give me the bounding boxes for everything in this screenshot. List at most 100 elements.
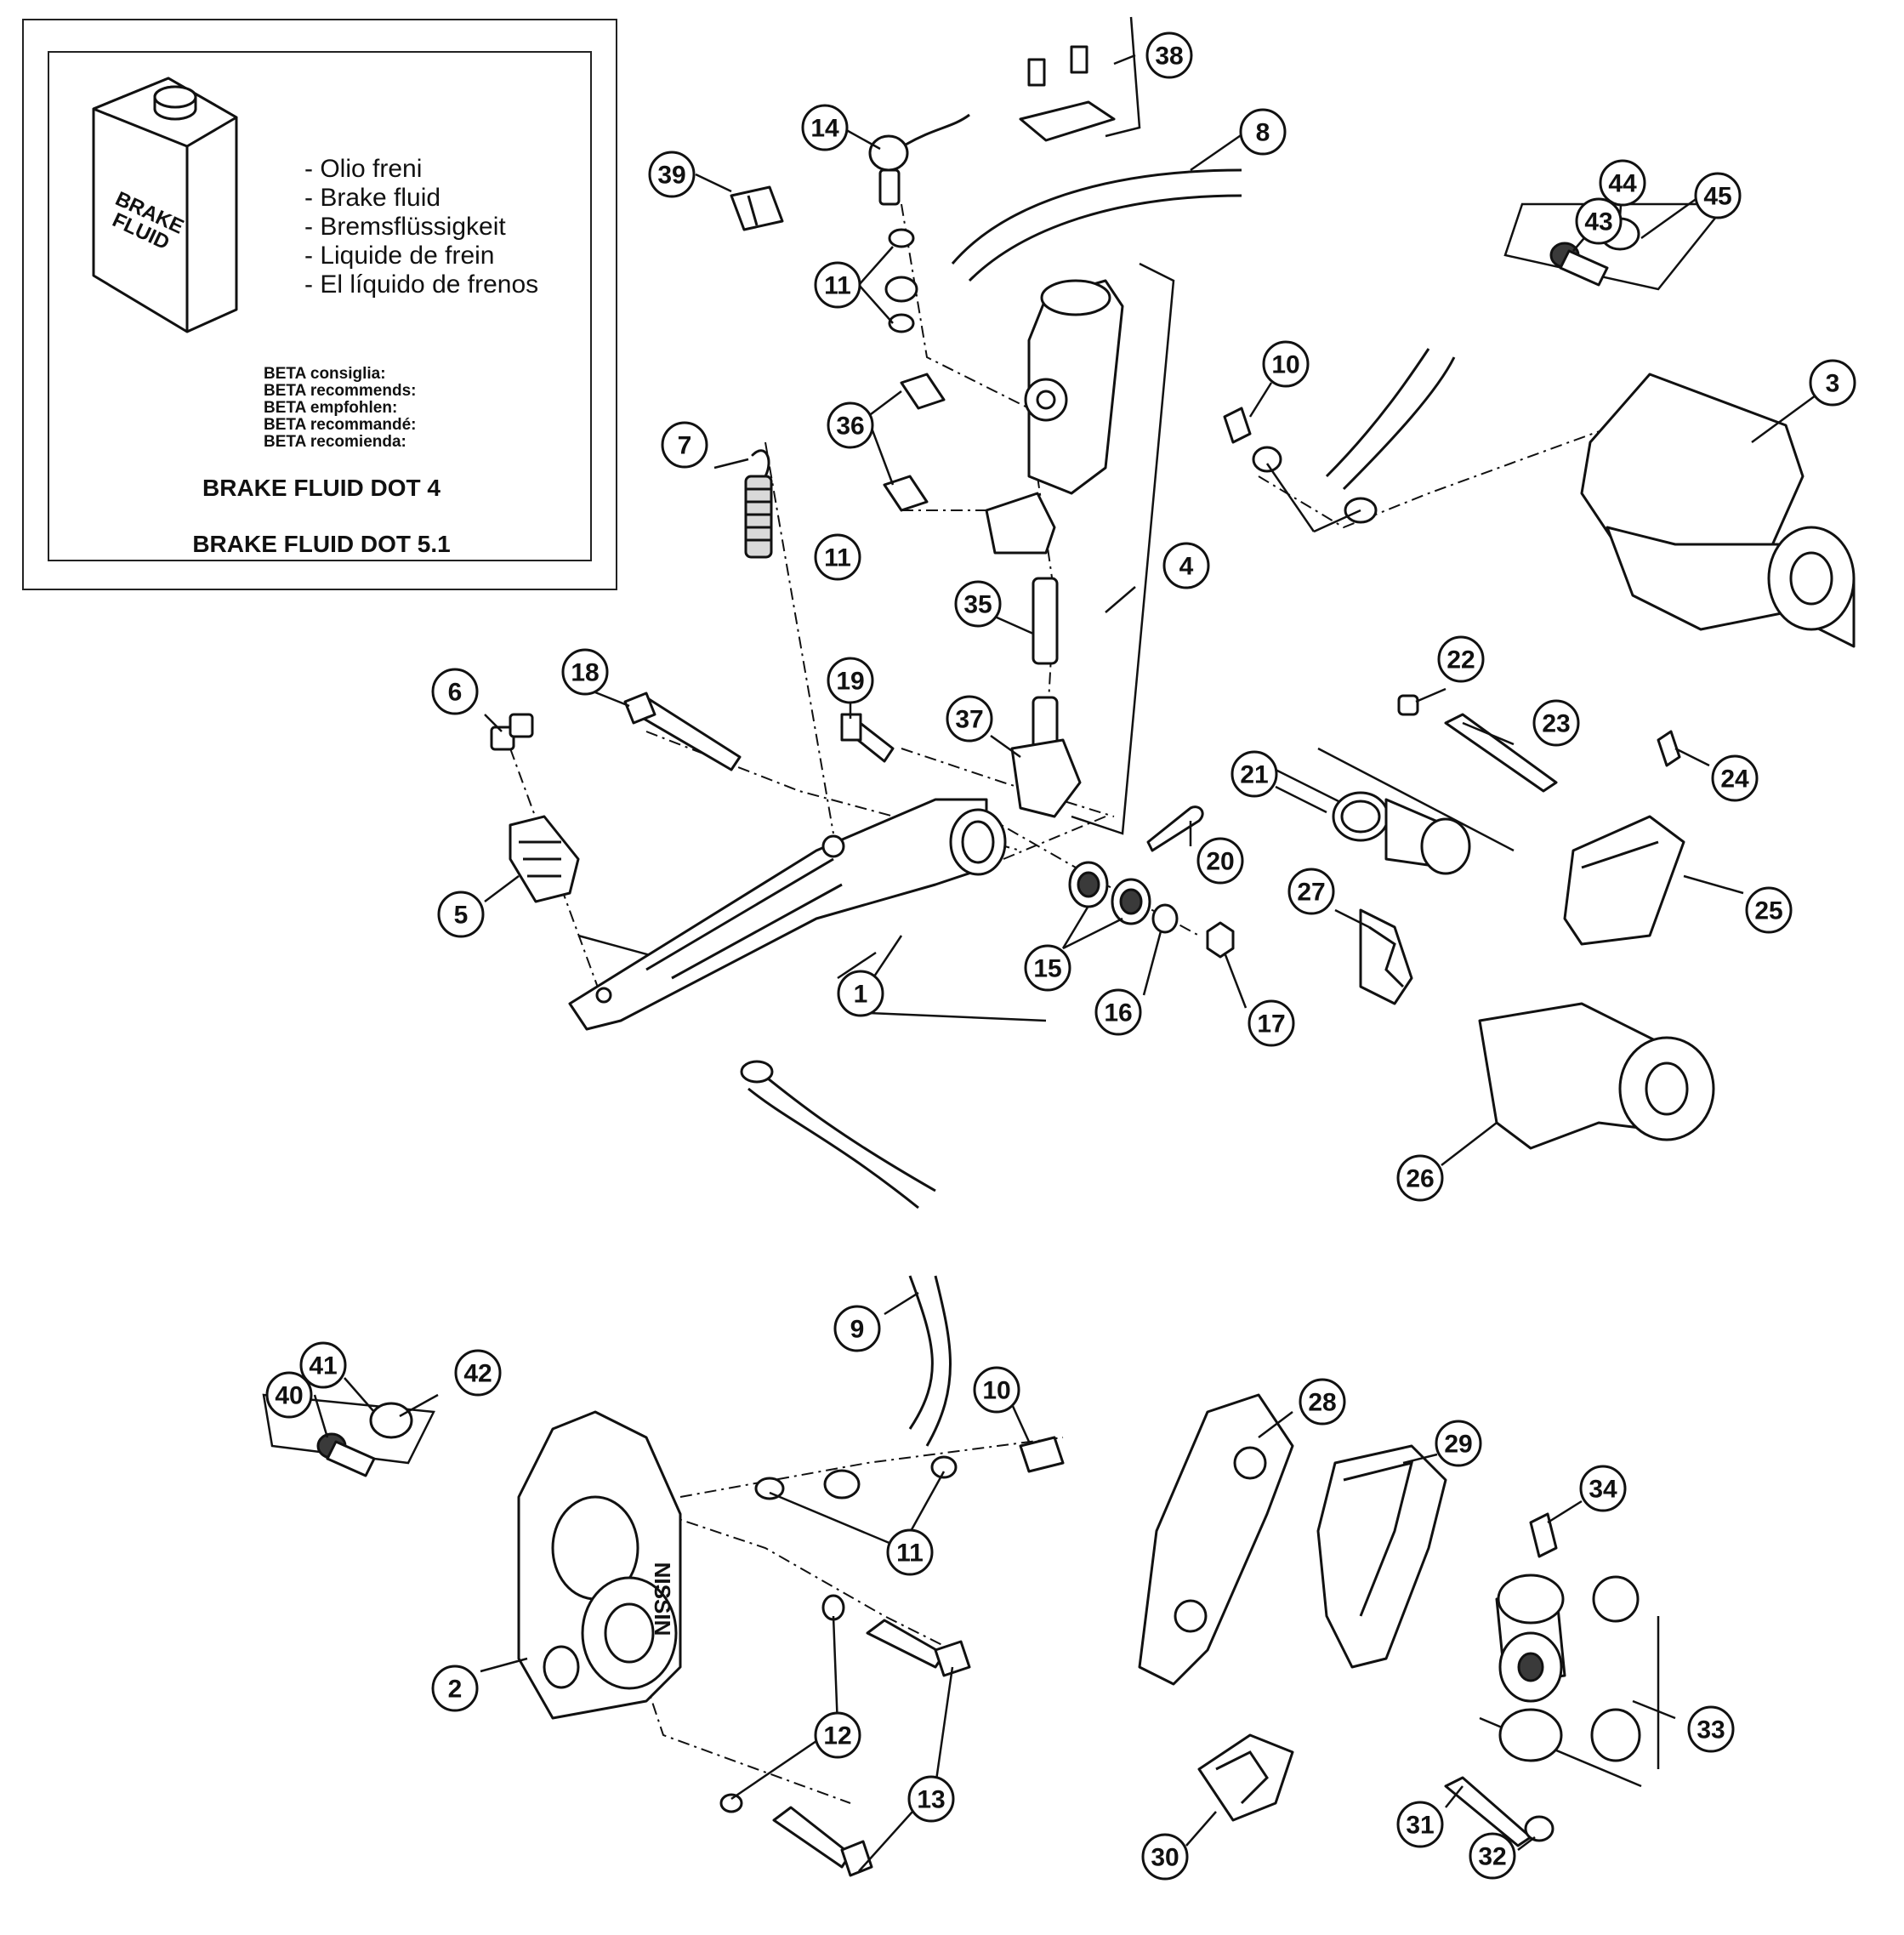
callout-number: 25 (1754, 897, 1782, 925)
callout-34: 34 (1579, 1465, 1627, 1512)
callout-number: 12 (823, 1722, 851, 1750)
rear-caliper (1580, 373, 1856, 648)
callout-number: 29 (1444, 1431, 1472, 1459)
callout-circle (1024, 944, 1071, 992)
callout-2: 2 (431, 1665, 479, 1712)
callout-circle (954, 580, 1002, 628)
callout-11: 11 (814, 533, 861, 581)
callout-number: 30 (1151, 1844, 1179, 1872)
callout-10: 10 (1262, 340, 1310, 388)
callout-circle (1694, 172, 1742, 219)
callout-number: 6 (448, 679, 463, 707)
callout-number: 11 (824, 544, 851, 572)
callout-number: 31 (1406, 1812, 1434, 1840)
recommendation: BETA recommends: (264, 382, 417, 400)
front-anti-rattle-spring (1197, 1733, 1294, 1822)
callout-circle (1262, 340, 1310, 388)
callout-circle (661, 421, 708, 469)
fluid-name: - Bremsflüssigkeit (304, 213, 506, 241)
callout-number: 13 (917, 1786, 945, 1814)
callout-1: 1 (837, 970, 884, 1017)
front-caliper-bolts (316, 1402, 413, 1477)
callout-number: 43 (1584, 208, 1612, 236)
callout-number: 1 (854, 981, 868, 1009)
callout-number: 10 (1271, 351, 1299, 379)
front-small-parts (1444, 1512, 1558, 1847)
callout-13: 13 (907, 1775, 955, 1823)
brake-pedal (568, 798, 1007, 1031)
callout-number: 37 (955, 706, 983, 734)
brake-hoses (740, 168, 1456, 1447)
callout-number: 42 (463, 1360, 492, 1388)
callout-45: 45 (1694, 172, 1742, 219)
front-caliper (517, 1410, 682, 1720)
callout-circle (814, 261, 861, 309)
callout-number: 44 (1608, 170, 1637, 198)
callout-circle (827, 401, 874, 449)
callout-35: 35 (954, 580, 1002, 628)
push-rod (1010, 577, 1082, 818)
recommendation: BETA recommandé: (264, 416, 417, 434)
callout-24: 24 (1711, 754, 1759, 802)
fluid-name: - Liquide de frein (304, 242, 495, 270)
callout-22: 22 (1437, 635, 1485, 683)
callout-18: 18 (561, 648, 609, 696)
callout-number: 33 (1697, 1716, 1725, 1744)
caliper-bracket (1478, 1002, 1715, 1150)
callout-number: 26 (1406, 1165, 1434, 1193)
callout-circle (1532, 699, 1580, 747)
callout-circle (1469, 1832, 1516, 1880)
callout-number: 24 (1720, 765, 1749, 794)
callout-number: 21 (1240, 761, 1268, 789)
callout-32: 32 (1469, 1832, 1516, 1880)
callout-40: 40 (265, 1371, 313, 1419)
callout-number: 28 (1308, 1389, 1336, 1417)
callout-number: 39 (657, 162, 685, 190)
callout-circle (1287, 868, 1335, 915)
hose-clip (730, 185, 784, 231)
callout-number: 20 (1206, 848, 1234, 876)
callout-circle (1162, 542, 1210, 589)
callout-27: 27 (1287, 868, 1335, 915)
callout-circle (1711, 754, 1759, 802)
callout-number: 36 (836, 413, 864, 441)
callout-circle (837, 970, 884, 1017)
callout-10: 10 (973, 1366, 1020, 1414)
callout-28: 28 (1299, 1378, 1346, 1426)
callout-number: 40 (275, 1382, 303, 1410)
front-caliper-bracket (1138, 1393, 1294, 1686)
callout-42: 42 (454, 1349, 502, 1397)
callout-number: 14 (810, 115, 839, 143)
callout-circle (1248, 999, 1295, 1047)
callout-circle (1239, 108, 1287, 156)
callout-circle (814, 1711, 861, 1759)
callout-circle (454, 1349, 502, 1397)
callout-8: 8 (1239, 108, 1287, 156)
callout-circle (561, 648, 609, 696)
callout-number: 11 (896, 1539, 924, 1568)
callout-circle (1141, 1833, 1189, 1881)
callout-6: 6 (431, 668, 479, 715)
callout-19: 19 (827, 657, 874, 704)
callout-number: 41 (309, 1352, 337, 1380)
callout-number: 10 (982, 1377, 1010, 1405)
callout-number: 27 (1297, 879, 1325, 907)
callout-20: 20 (1196, 837, 1244, 885)
rear-anti-rattle-spring (1359, 908, 1413, 1005)
callout-circle (1437, 635, 1485, 683)
cotter-pin (1146, 805, 1204, 852)
callout-circle (1687, 1705, 1735, 1753)
callout-number: 2 (448, 1676, 463, 1704)
frame-outlines (262, 16, 1729, 1788)
callout-circle (1230, 750, 1278, 798)
rear-master-cylinder (985, 279, 1124, 555)
callout-circle (1094, 988, 1142, 1036)
callout-number: 22 (1446, 646, 1475, 674)
callout-number: 15 (1033, 955, 1061, 983)
recommendation: BETA consiglia: (264, 365, 386, 383)
callout-circle (1809, 359, 1856, 407)
dot4-spec: BRAKE FLUID DOT 4 (202, 475, 440, 501)
front-hardware (719, 1436, 1065, 1877)
caliper-brand-label: NISSIN (650, 1562, 675, 1636)
